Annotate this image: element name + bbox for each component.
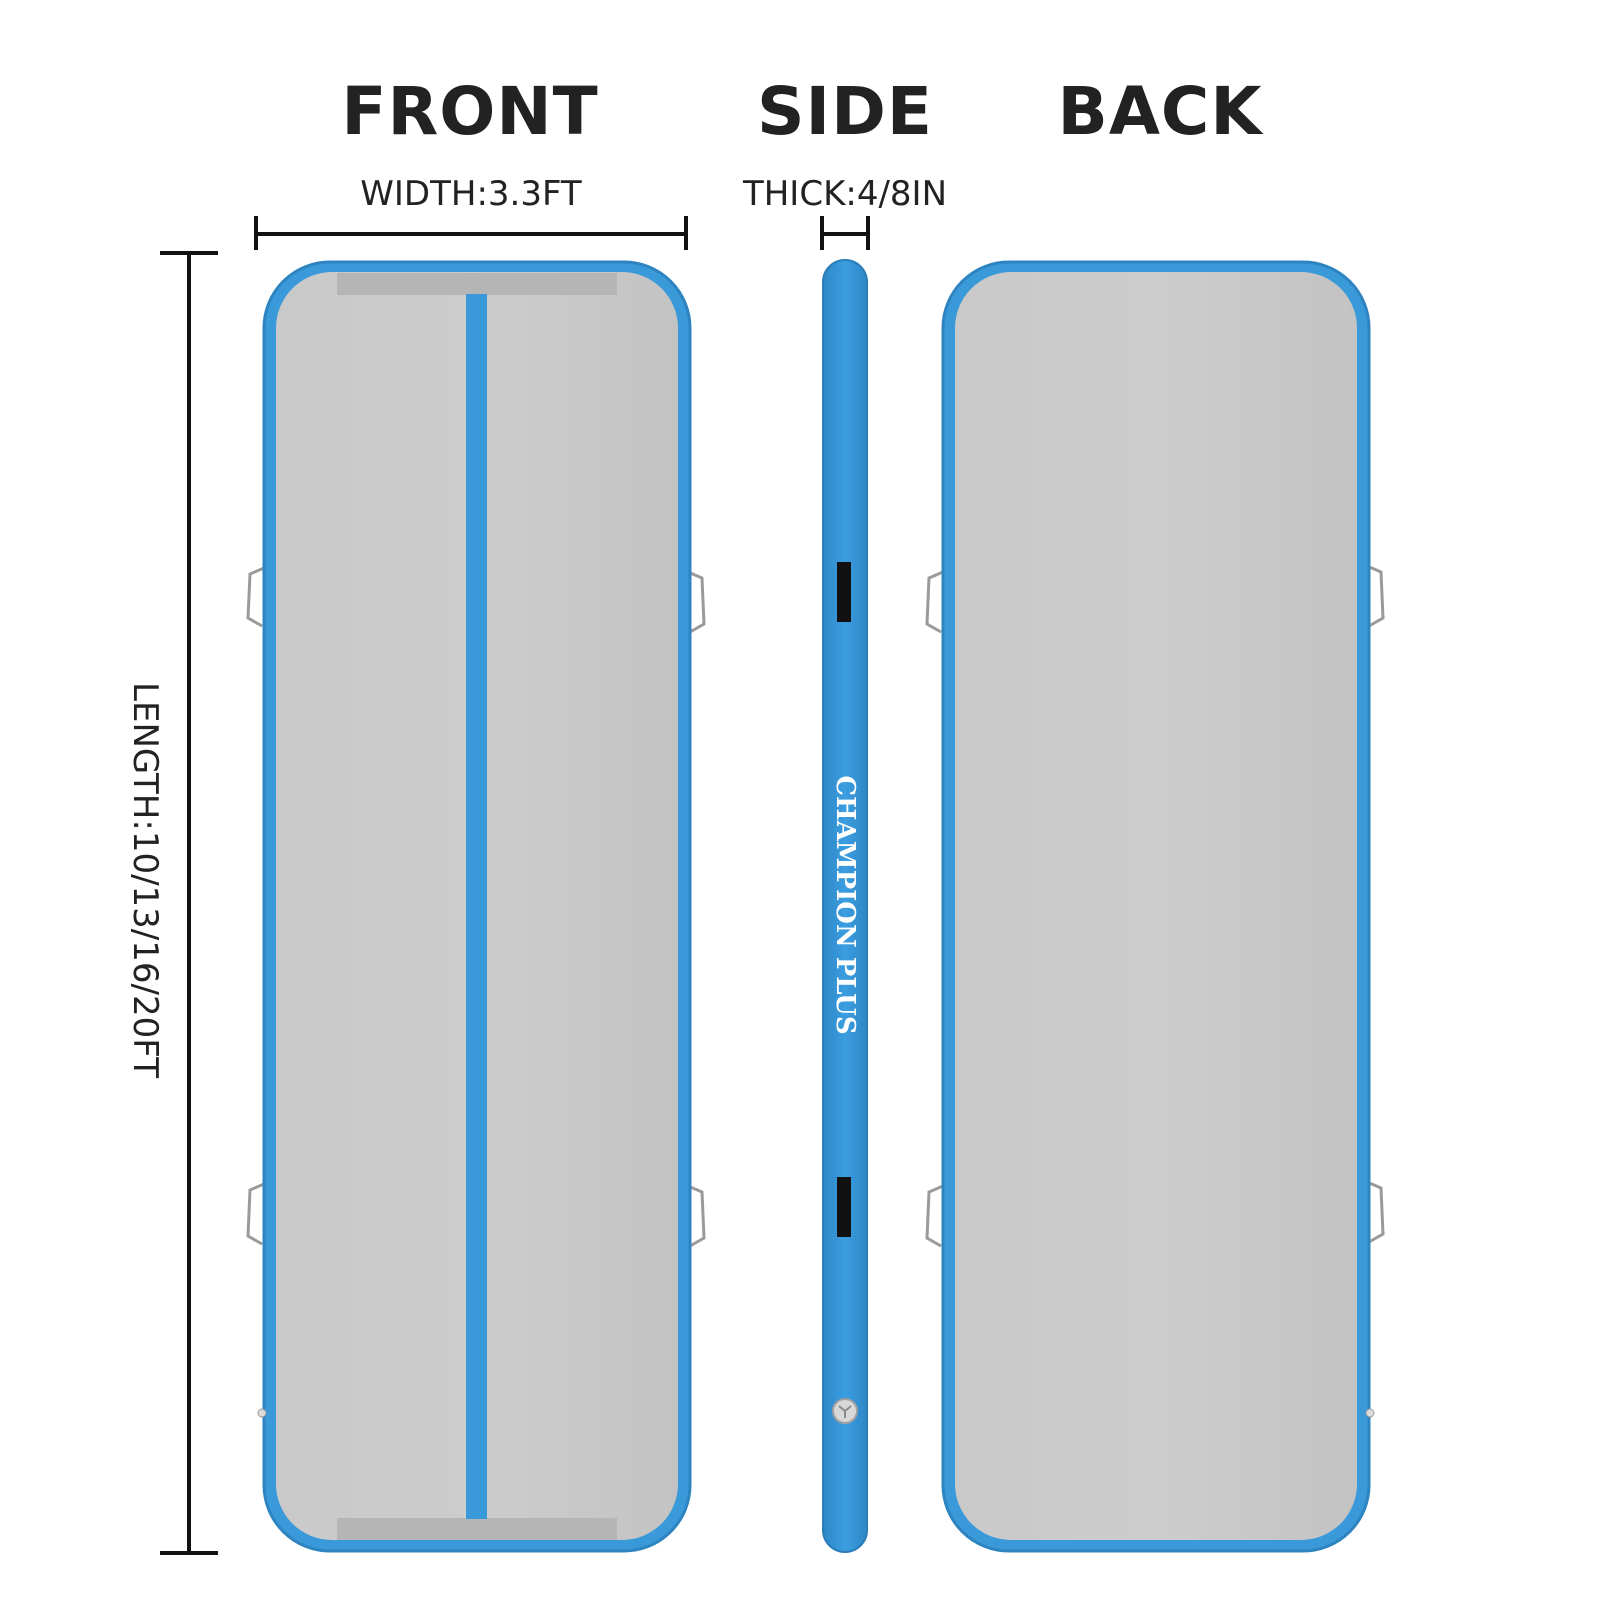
front-view-title: FRONT xyxy=(341,73,599,150)
brand-logo: CHAMPION PLUS xyxy=(830,775,860,1035)
side-label-tag xyxy=(837,562,851,622)
width-dimension-label: WIDTH:3.3FT xyxy=(360,174,582,214)
back-handle-icon xyxy=(925,564,1385,1248)
side-label-tag xyxy=(837,1177,851,1237)
front-mat xyxy=(246,260,706,1553)
air-valve-icon xyxy=(832,1398,858,1424)
front-handle-icon xyxy=(246,566,706,1248)
back-mat xyxy=(925,260,1385,1553)
side-mat xyxy=(822,259,868,1553)
back-view-title: BACK xyxy=(1057,73,1263,150)
thickness-dimension-label: THICK:4/8IN xyxy=(742,174,948,214)
side-view-title: SIDE xyxy=(757,73,933,150)
